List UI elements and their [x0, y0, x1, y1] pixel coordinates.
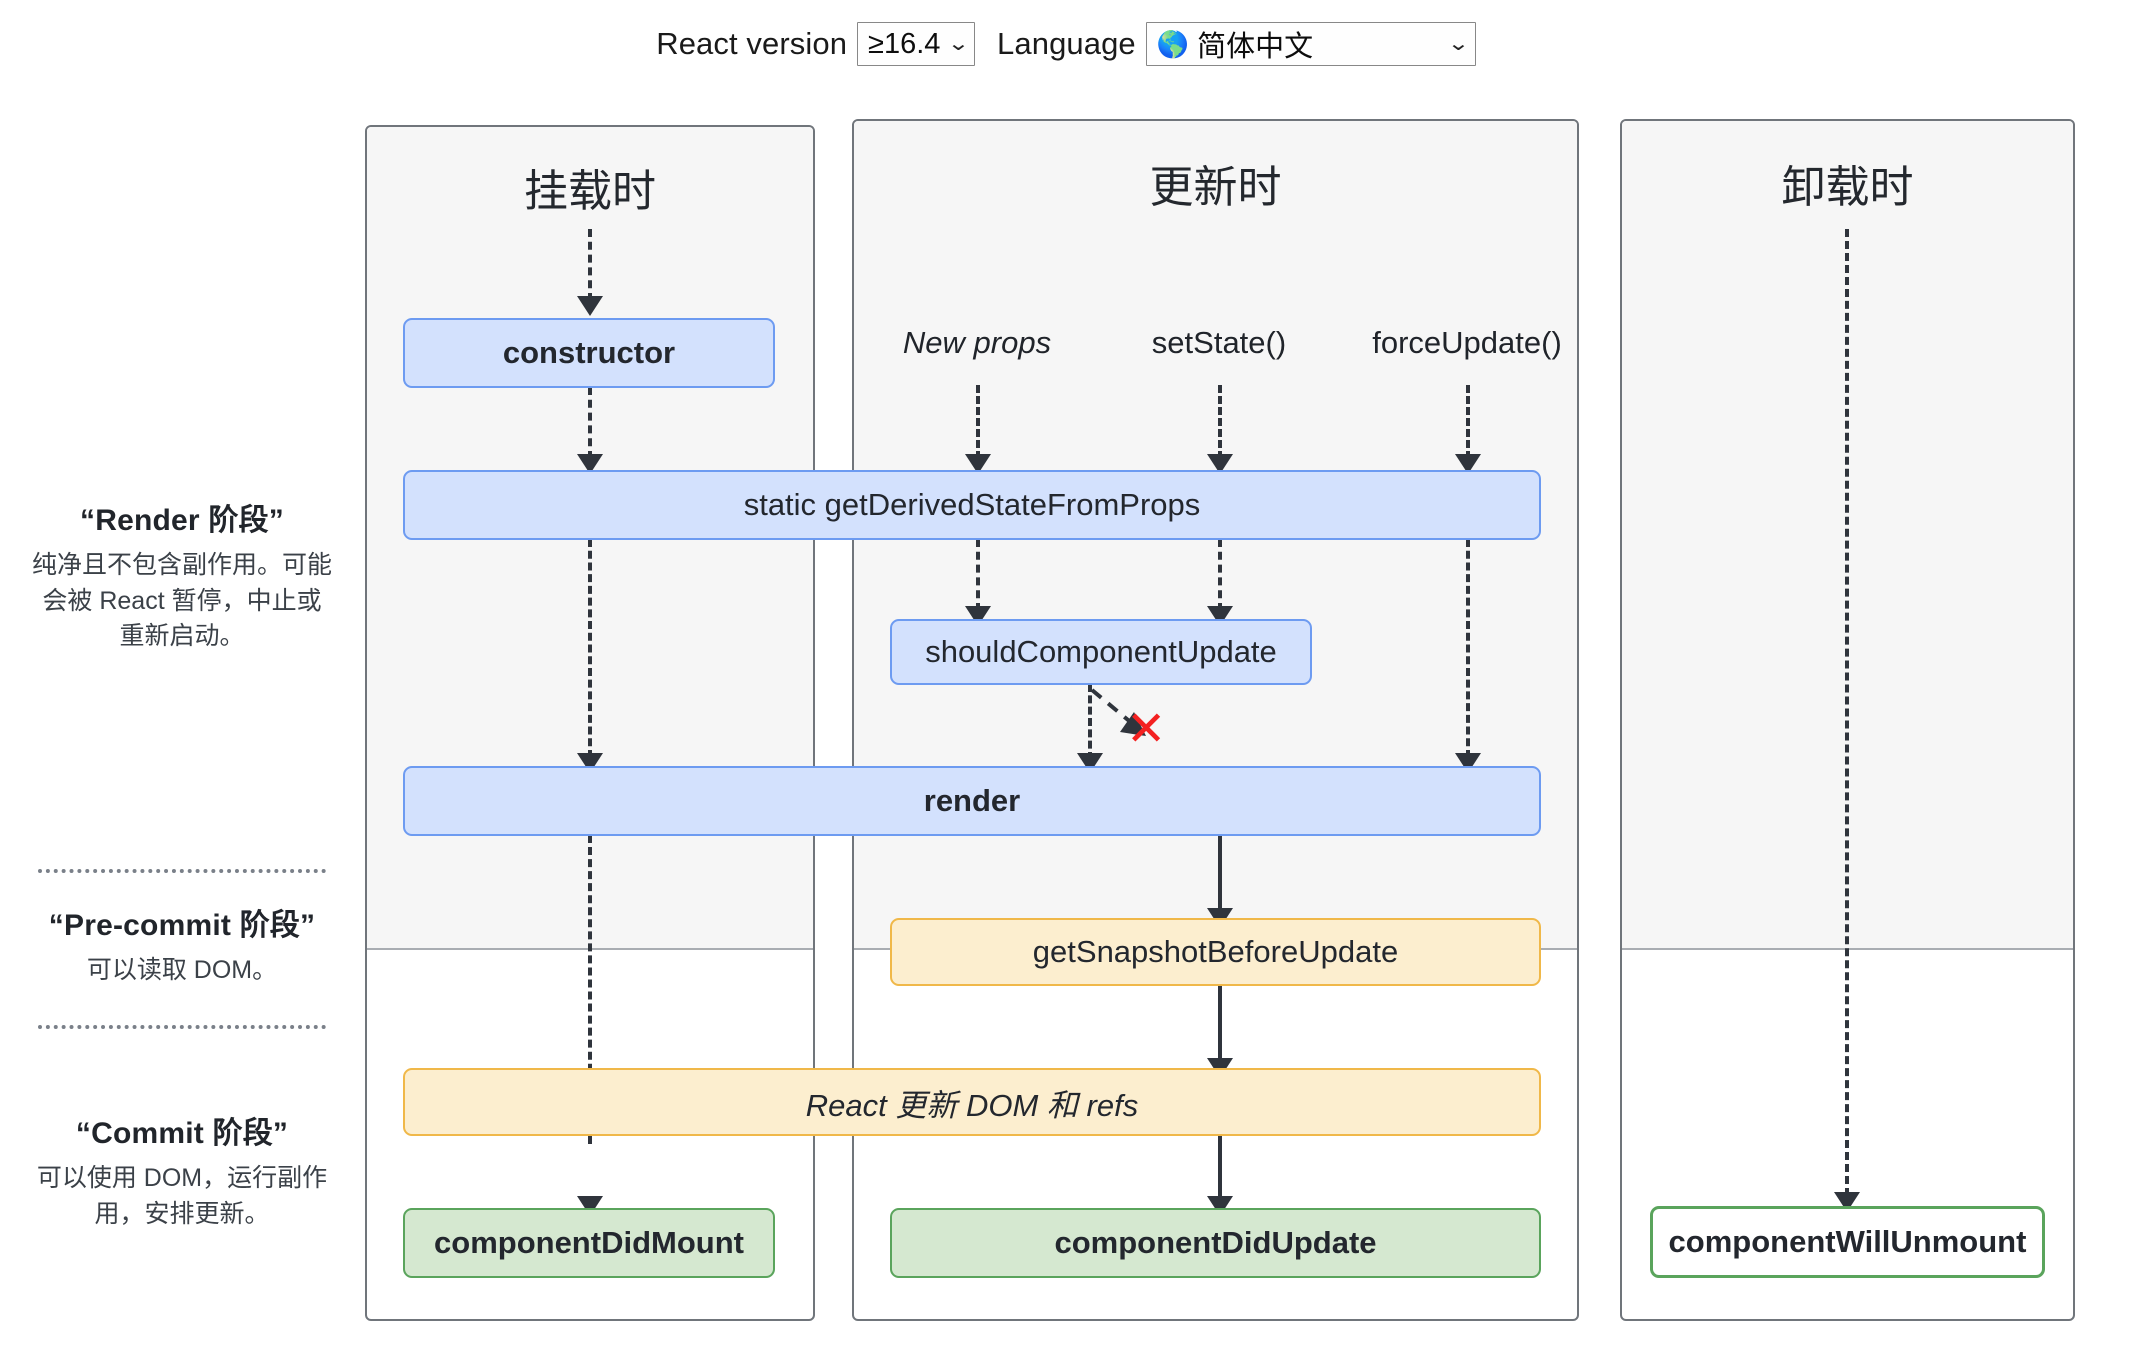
arrowhead-constructor	[577, 296, 603, 316]
node-react-updates-dom-and-refs[interactable]: React 更新 DOM 和 refs	[403, 1068, 1541, 1136]
language-select[interactable]: 🌎 简体中文 ⌄	[1145, 22, 1476, 66]
connector-new-props-to-gdsfp	[976, 385, 980, 459]
connector-render-to-did-mount	[588, 835, 592, 1144]
react-version-select[interactable]: ≥16.4 ⌄	[857, 22, 976, 66]
connector-forceupdate-to-gdsfp	[1466, 385, 1470, 459]
react-version-control: React version ≥16.4 ⌄	[656, 22, 976, 66]
arrowhead-gdsfp-mount	[577, 454, 603, 474]
legend-precommit-desc: 可以读取 DOM。	[86, 956, 278, 984]
connector-gdsfp-to-scu-left	[976, 539, 980, 611]
bail-out-x-icon: ✕	[1126, 703, 1167, 756]
legend-commit-desc: 可以使用 DOM，运行副作用，安排更新。	[36, 1164, 328, 1228]
legend-divider-bottom	[38, 1025, 326, 1029]
legend-precommit-title: “Pre-commit 阶段”	[48, 909, 316, 942]
legend-precommit-phase: “Pre-commit 阶段” 可以读取 DOM。	[32, 900, 332, 989]
node-should-component-update[interactable]: shouldComponentUpdate	[890, 619, 1312, 685]
diagram-controls: React version ≥16.4 ⌄ Language 🌎 简体中文 ⌄	[0, 22, 2132, 66]
connector-forceupdate-to-render	[1466, 539, 1470, 758]
connector-render-to-snapshot	[1218, 835, 1222, 913]
connector-mount-title-to-constructor	[588, 229, 592, 301]
node-get-snapshot-before-update[interactable]: getSnapshotBeforeUpdate	[890, 918, 1541, 986]
column-mounting-title: 挂载时	[524, 167, 656, 216]
legend-render-phase: “Render 阶段” 纯净且不包含副作用。可能会被 React 暂停，中止或重…	[32, 495, 332, 655]
connector-dom-update-to-did-update	[1218, 1134, 1222, 1212]
legend-commit-phase: “Commit 阶段” 可以使用 DOM，运行副作用，安排更新。	[32, 1108, 332, 1232]
chevron-down-icon: ⌄	[1447, 33, 1470, 55]
connector-constructor-to-gdsfp	[588, 387, 592, 459]
node-component-will-unmount[interactable]: componentWillUnmount	[1650, 1206, 2045, 1278]
arrowhead-setstate	[1207, 454, 1233, 474]
react-version-value: ≥16.4	[868, 27, 941, 60]
connector-snapshot-to-dom-update	[1218, 985, 1222, 1063]
legend-divider-top	[38, 869, 326, 873]
connector-setstate-to-gdsfp	[1218, 385, 1222, 459]
language-value: 简体中文	[1197, 31, 1314, 63]
node-render[interactable]: render	[403, 766, 1541, 836]
react-version-label: React version	[656, 26, 848, 61]
connector-gdsfp-to-render-mount	[588, 539, 592, 758]
trigger-set-state: setState()	[1151, 325, 1287, 360]
node-component-did-mount[interactable]: componentDidMount	[403, 1208, 775, 1278]
globe-icon: 🌎	[1156, 29, 1190, 59]
arrowhead-forceupdate	[1455, 454, 1481, 474]
node-component-did-update[interactable]: componentDidUpdate	[890, 1208, 1541, 1278]
trigger-new-props: New props	[902, 325, 1052, 360]
trigger-force-update: forceUpdate()	[1372, 325, 1562, 360]
connector-unmount-title-to-will-unmount	[1845, 229, 1849, 1196]
column-unmounting-title: 卸载时	[1781, 163, 1914, 212]
language-label: Language	[997, 26, 1136, 61]
legend-commit-title: “Commit 阶段”	[75, 1117, 289, 1150]
node-get-derived-state-from-props[interactable]: static getDerivedStateFromProps	[403, 470, 1541, 540]
chevron-down-icon: ⌄	[947, 33, 971, 55]
legend-render-title: “Render 阶段”	[80, 504, 284, 537]
column-updating-title: 更新时	[1149, 163, 1282, 212]
connector-gdsfp-to-scu-right	[1218, 539, 1222, 611]
language-control: Language 🌎 简体中文 ⌄	[997, 22, 1476, 66]
legend-render-desc: 纯净且不包含副作用。可能会被 React 暂停，中止或重新启动。	[32, 551, 333, 650]
language-value-wrap: 🌎 简体中文	[1157, 23, 1313, 65]
node-constructor[interactable]: constructor	[403, 318, 775, 388]
arrowhead-new-props	[965, 454, 991, 474]
connector-scu-to-render	[1088, 684, 1092, 760]
